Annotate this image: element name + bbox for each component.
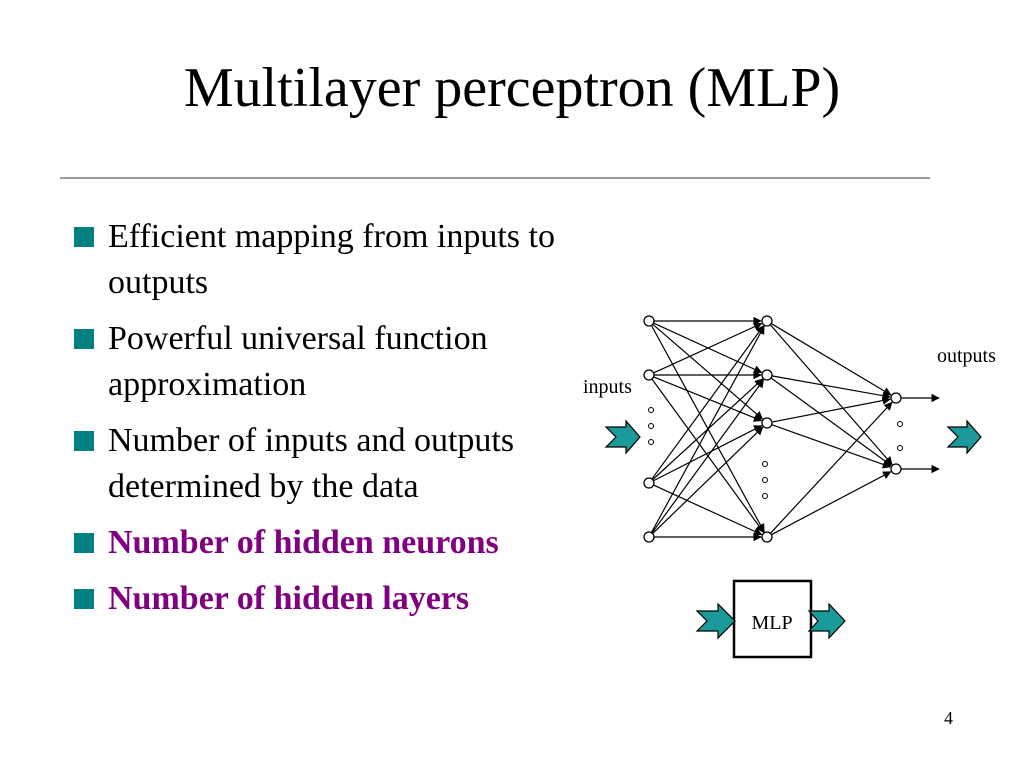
page-number: 4: [944, 708, 953, 728]
square-bullet-icon: [74, 431, 94, 451]
hidden-output-connection: [771, 424, 892, 469]
hidden-output-connection: [771, 375, 891, 400]
hidden-output-connection: [769, 324, 893, 466]
input-hidden-connection: [653, 322, 763, 374]
network-connections: [650, 316, 940, 542]
slide-title: Multilayer perceptron (MLP): [183, 57, 841, 119]
output-arrow-icon: [946, 419, 982, 455]
output-neuron: [890, 463, 902, 475]
bullet-item-highlighted: Number of hidden layers: [72, 576, 572, 622]
input-hidden-connection: [651, 379, 764, 534]
mlp-box: MLP: [732, 579, 813, 659]
bullet-text: Number of inputs and outputs determined …: [108, 422, 515, 505]
bullet-item-highlighted: Number of hidden neurons: [72, 520, 572, 566]
hidden-output-connection: [769, 401, 893, 534]
mlp-input-arrow-icon: [695, 602, 736, 640]
input-hidden-connection: [653, 484, 763, 536]
bullet-text: Efficient mapping from inputs to outputs: [108, 218, 555, 301]
hidden-output-connection: [771, 471, 892, 536]
output-ellipsis-dots: [897, 421, 903, 451]
input-neuron: [643, 531, 655, 543]
bullet-item: Number of inputs and outputs determined …: [72, 418, 572, 510]
hidden-neuron: [761, 315, 773, 327]
input-hidden-connection: [650, 325, 765, 533]
outputs-label: outputs: [937, 345, 996, 367]
bullet-item: Powerful universal function approximatio…: [72, 316, 572, 408]
hidden-neuron: [761, 531, 773, 543]
bullet-item: Efficient mapping from inputs to outputs: [72, 214, 572, 306]
inputs-label: inputs: [583, 376, 632, 398]
input-hidden-connection: [653, 425, 763, 482]
bullet-text: Number of hidden layers: [108, 580, 470, 617]
input-ellipsis-dots: [648, 407, 654, 445]
hidden-neuron: [761, 369, 773, 381]
input-neuron: [643, 477, 655, 489]
output-neuron: [890, 392, 902, 404]
network-nodes: [643, 315, 902, 543]
bullet-text: Powerful universal function approximatio…: [108, 320, 488, 403]
input-hidden-connection: [653, 376, 763, 422]
bullet-list: Efficient mapping from inputs to outputs…: [72, 214, 572, 632]
square-bullet-icon: [74, 589, 94, 609]
hidden-output-connection: [770, 323, 892, 396]
square-bullet-icon: [74, 533, 94, 553]
hidden-output-connection: [771, 396, 891, 423]
square-bullet-icon: [74, 227, 94, 247]
input-neuron: [643, 315, 655, 327]
input-hidden-connection: [652, 426, 764, 534]
input-hidden-connection: [651, 325, 764, 480]
mlp-output-arrow-icon: [807, 602, 846, 640]
square-bullet-icon: [74, 329, 94, 349]
mlp-box-label: MLP: [751, 612, 792, 634]
title-divider: [60, 177, 930, 179]
bullet-text: Number of hidden neurons: [108, 524, 499, 561]
hidden-output-connection: [770, 377, 892, 466]
input-hidden-connection: [652, 323, 764, 420]
hidden-ellipsis-dots: [762, 461, 768, 499]
hidden-neuron: [761, 417, 773, 429]
input-neuron: [643, 369, 655, 381]
input-arrow-icon: [604, 419, 641, 455]
